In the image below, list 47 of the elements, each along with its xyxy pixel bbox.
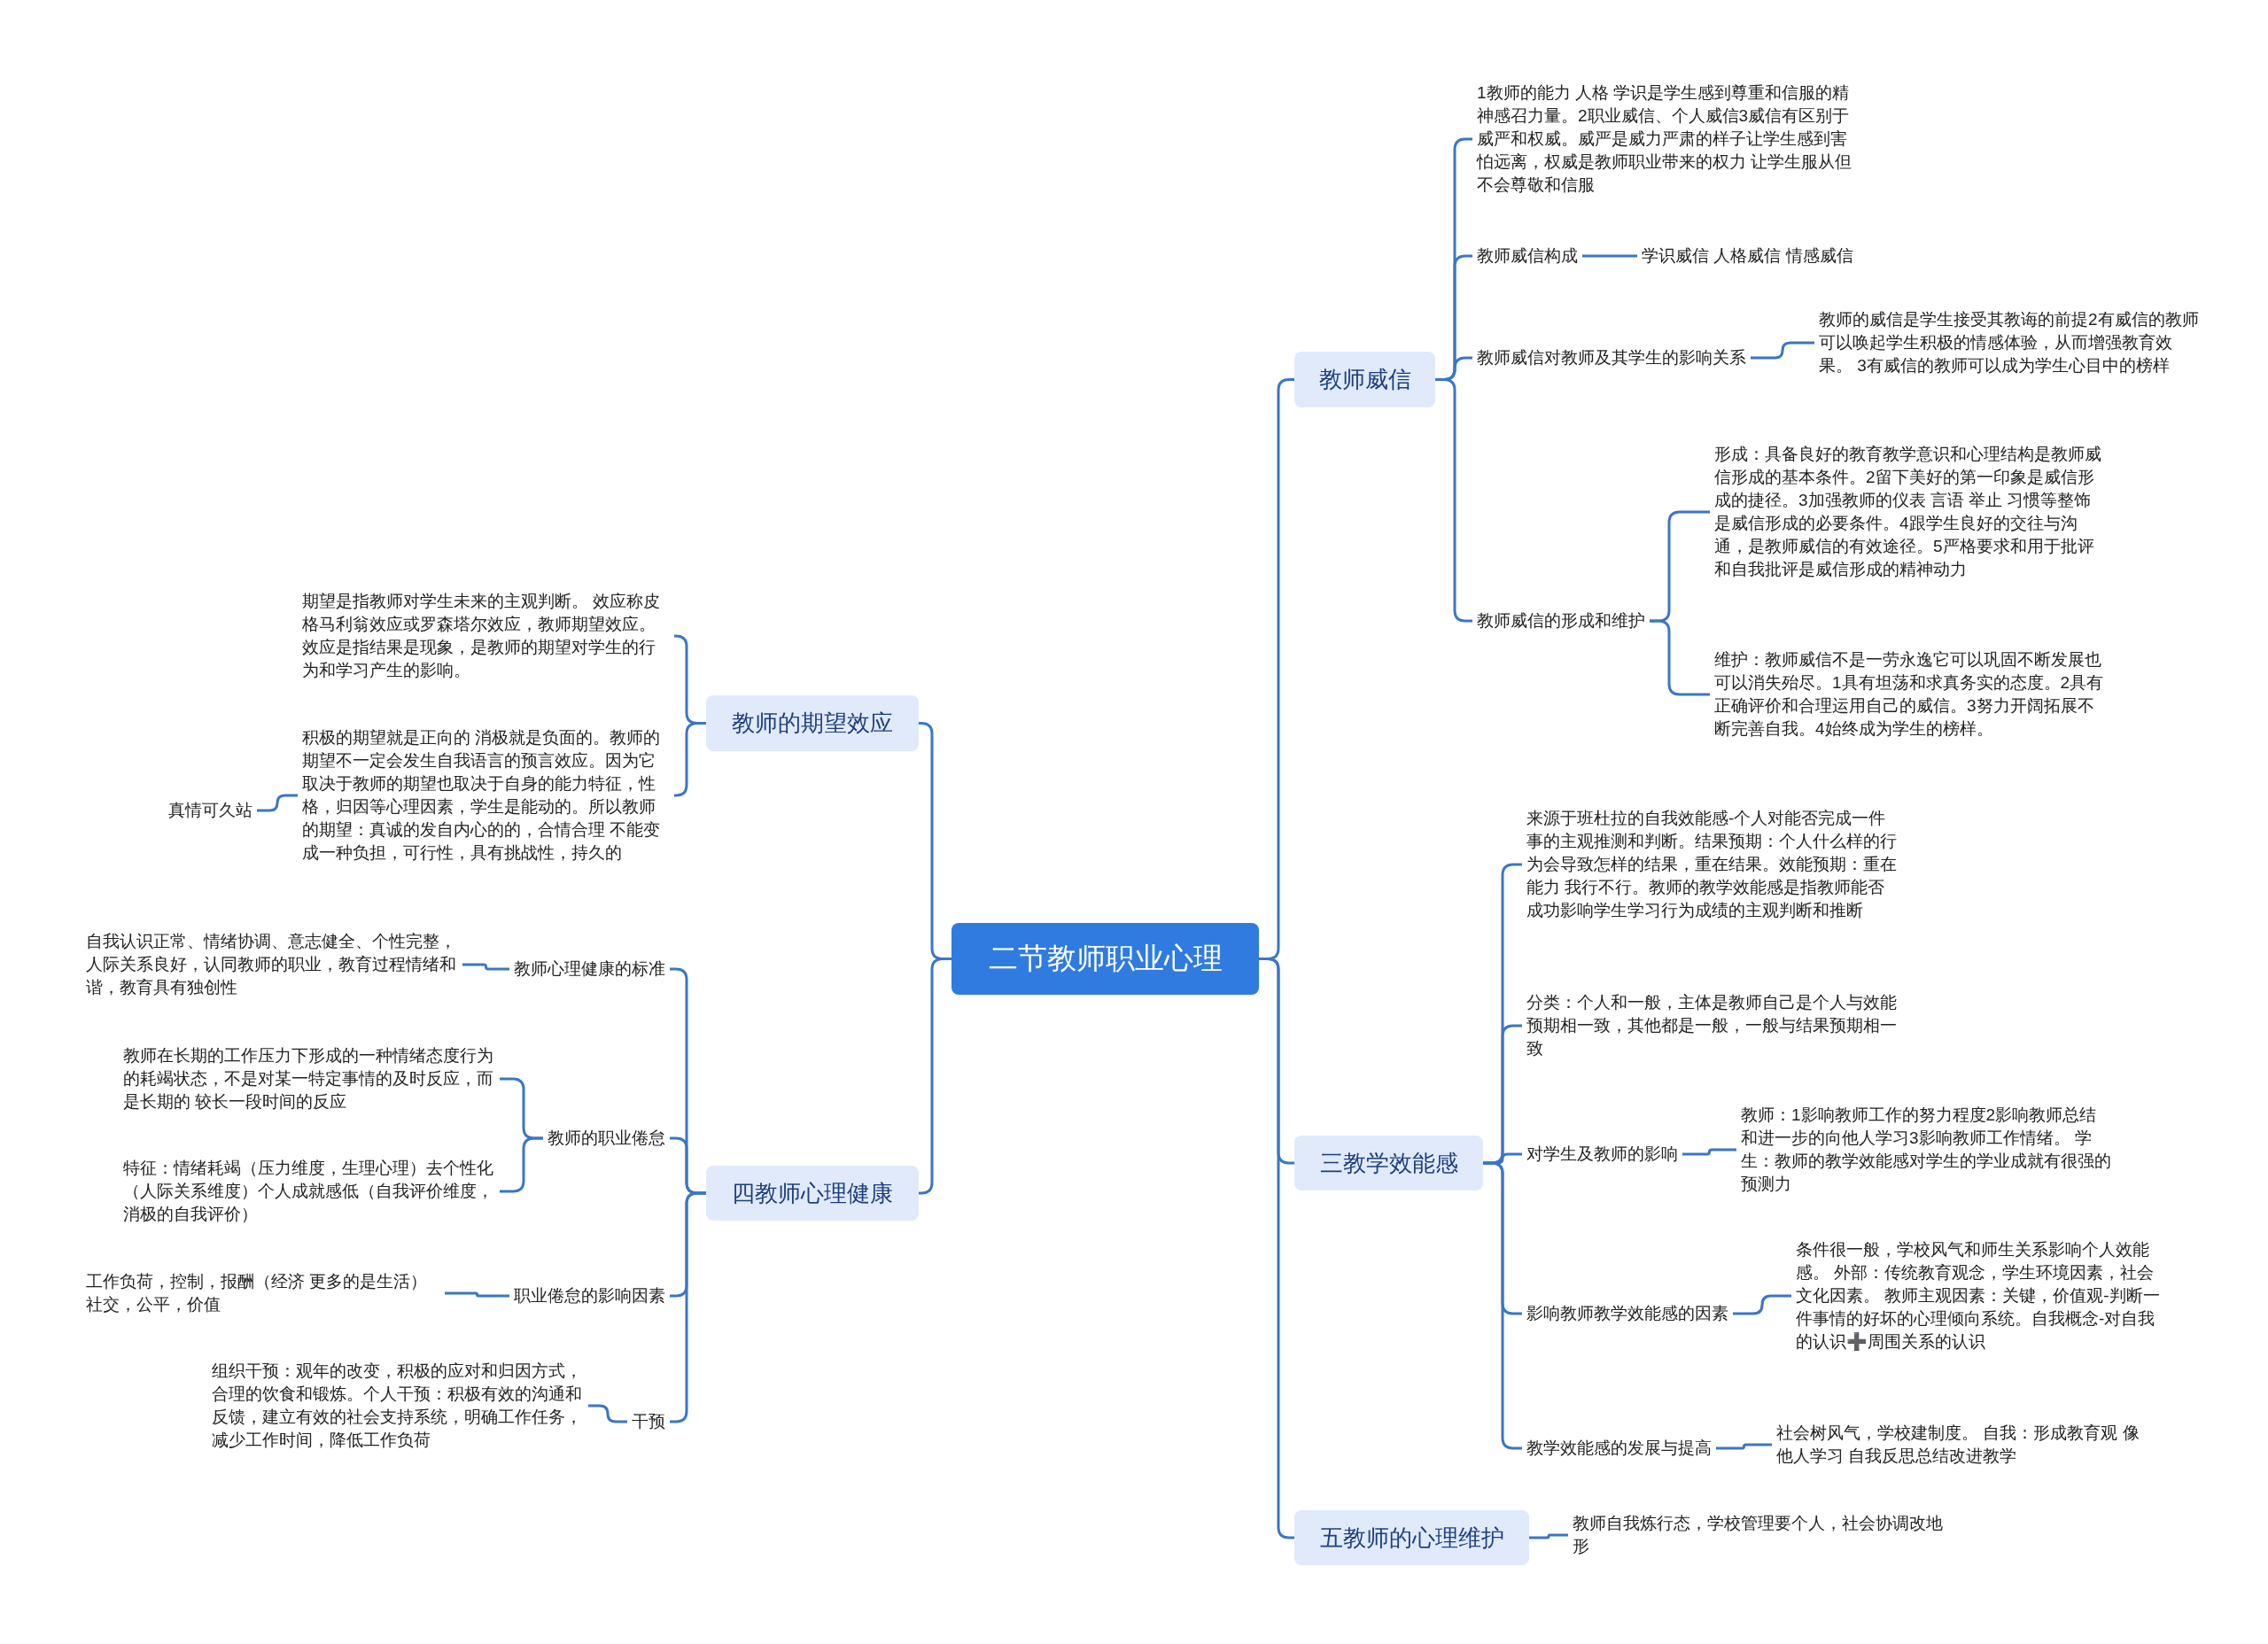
topic-text: 教师威信构成 [1472, 243, 1582, 269]
topic-text: 教师：1影响教师工作的努力程度2影响教师总结和进一步的向他人学习3影响教师工作情绪。 学生：教师的教学效能感对学生的学业成就有很强的预测力 [1736, 1102, 2117, 1198]
topic-text: 条件很一般，学校风气和师生关系影响个人效能感。 外部：传统教育观念，学生环境因素，社会文化因素。 教师主观因素：关键，价值观-判断一件事情的好坏的心理倾向系统。自我概念-对自我的认识➕周围关系的认识 [1791, 1237, 2172, 1355]
topic-box: 四教师心理健康 [706, 1166, 919, 1221]
connector-line [1582, 254, 1637, 258]
topic-text: 期望是指教师对学生未来的主观判断。 效应称皮格马利翁效应或罗森塔尔效应，教师期望效应。效应是指结果是现象，是教师的期望对学生的行为和学习产生的影响。 [298, 588, 674, 684]
connector-line [1529, 1533, 1568, 1539]
connector-line [445, 1291, 509, 1298]
connector-line [462, 963, 509, 971]
topic-text: 组织干预：观年的改变，积极的应对和归因方式，合理的饮食和锻炼。个人干预：积极有效的沟通和反馈，建立有效的社会支持系统，明确工作任务，减少工作时间，降低工作负荷 [207, 1358, 588, 1454]
connector-line [1682, 1148, 1736, 1156]
topic-text: 教师自我炼行态，学校管理要个人，社会协调改地形 [1568, 1510, 1958, 1560]
topic-text: 教学效能感的发展与提高 [1522, 1435, 1716, 1462]
connector-line [1650, 619, 1710, 696]
connector-line [670, 1191, 706, 1423]
topic-text: 学识威信 人格威信 情感威信 [1637, 243, 1858, 269]
topic-text: 1教师的能力 人格 学识是学生感到尊重和信服的精神感召力量。2职业威信、个人威信3威信有区别于威严和权威。威严是威力严肃的样子让学生感到害怕远离，权威是教师职业带来的权力 让学生服从但不会尊敬和信服 [1472, 80, 1862, 198]
topic-box: 五教师的心理维护 [1294, 1510, 1529, 1565]
topic-text: 积极的期望就是正向的 消极就是负面的。教师的期望不一定会发生自我语言的预言效应。因为它取决于教师的期望也取决于自身的能力特征，性格，归因等心理因素，学生是能动的。所以教师的期望：真诚的发自内心的的，合情合理 不能变成一种负担，可行性，具有挑战性，持久的 [298, 725, 674, 866]
topic-text: 影响教师教学效能感的因素 [1522, 1300, 1733, 1327]
topic-text: 职业倦怠的影响因素 [509, 1283, 670, 1309]
topic-text: 教师心理健康的标准 [509, 956, 670, 982]
topic-text: 形成：具备良好的教育教学意识和心理结构是教师威信形成的基本条件。2留下美好的第一印象是威信形成的捷径。3加强教师的仪表 言语 举止 习惯等整饰是威信形成的必要条件。4跟学生良好的交往与沟通，是教师威信的有效途径。5严格要求和用于批评和自我批评是威信形成的精神动力 [1710, 441, 2109, 583]
topic-text: 工作负荷，控制，报酬（经济 更多的是生活）社交，公平，价值 [82, 1268, 445, 1318]
topic-text: 分类：个人和一般，主体是教师自己是个人与效能预期相一致，其他都是一般，一般与结果预期相一致 [1522, 989, 1903, 1062]
topic-text: 教师在长期的工作压力下形成的一种情绪态度行为的耗竭状态，不是对某一特定事情的及时反应，而是长期的 较长一段时间的反应 [119, 1043, 500, 1115]
topic-text: 教师的职业倦怠 [543, 1125, 670, 1152]
topic-text: 来源于班杜拉的自我效能感-个人对能否完成一件事的主观推测和判断。结果预期：个人什么样的行为会导致怎样的结果，重在结果。效能预期：重在能力 我行不行。教师的教学效能感是指教师能否成功影响学生学习行为成绩的主观判断和推断 [1522, 805, 1903, 924]
connector-line [1716, 1443, 1772, 1450]
topic-text: 对学生及教师的影响 [1522, 1141, 1682, 1167]
central-topic-box: 二节教师职业心理 [951, 923, 1259, 995]
topic-box: 教师的期望效应 [706, 695, 919, 751]
topic-text: 干预 [627, 1408, 670, 1435]
connector-line [257, 794, 298, 812]
topic-box: 三教学效能感 [1294, 1136, 1483, 1190]
topic-text: 教师威信的形成和维护 [1472, 608, 1650, 634]
topic-text: 自我认识正常、情绪协调、意志健全、个性完整，人际关系良好，认同教师的职业，教育过程情绪和谐，教育具有独创性 [82, 928, 462, 1001]
topic-box: 教师威信 [1294, 352, 1435, 407]
topic-text: 教师的威信是学生接受其教诲的前提2有威信的教师可以唤起学生积极的情感体验，从而增强教育效果。 3有威信的教师可以成为学生心目中的榜样 [1814, 306, 2204, 379]
topic-text: 特征：情绪耗竭（压力维度，生理心理）去个性化（人际关系维度）个人成就感低（自我评价维度，消极的自我评价） [119, 1155, 500, 1228]
topic-text: 真情可久站 [164, 797, 257, 824]
topic-text: 维护：教师威信不是一劳永逸它可以巩固不断发展也可以消失殆尽。1具有坦荡和求真务实的态度。2具有正确评价和合理运用自己的威信。3努力开阔拓展不断完善自我。4始终成为学生的榜样。 [1710, 647, 2109, 742]
connector-line [1733, 1294, 1791, 1315]
connector-line [588, 1404, 627, 1423]
topic-text: 教师威信对教师及其学生的影响关系 [1472, 345, 1751, 371]
topic-text: 社会树风气，学校建制度。 自我：形成教育观 像他人学习 自我反思总结改进教学 [1772, 1420, 2144, 1470]
connector-line [1751, 341, 1814, 360]
